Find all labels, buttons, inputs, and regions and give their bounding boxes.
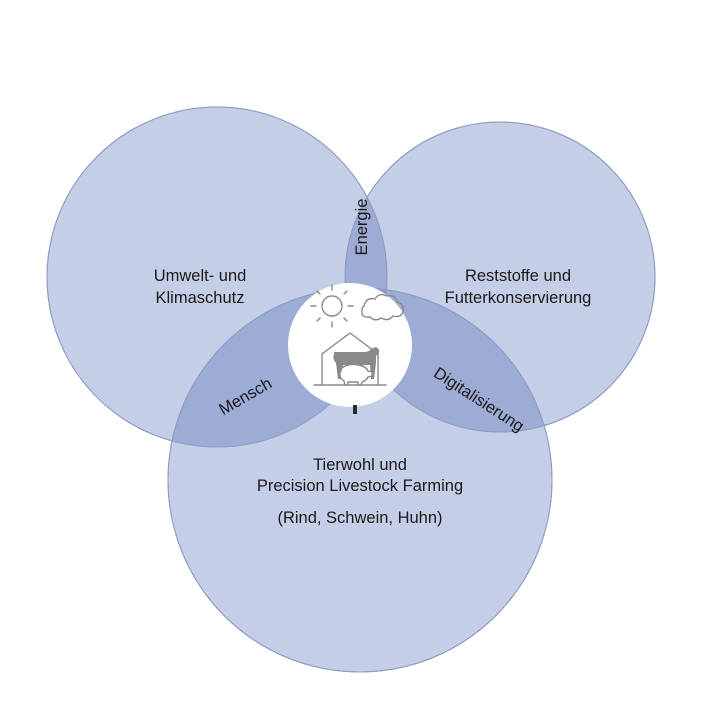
label-energie: Energie xyxy=(353,199,371,256)
overlap-digital-region xyxy=(345,288,552,432)
label-welfare-line2: Precision Livestock Farming xyxy=(257,477,463,495)
cloud-icon xyxy=(361,293,405,321)
sun-icon xyxy=(310,284,354,328)
label-residues-line2: Futterkonservierung xyxy=(445,289,592,307)
pig-icon xyxy=(339,363,373,386)
cow-icon xyxy=(333,347,380,379)
center-divider-mark xyxy=(353,405,357,414)
label-welfare-line1: Tierwohl und xyxy=(313,456,407,474)
circle-outline-tr xyxy=(344,121,656,433)
circle-outline-tl xyxy=(46,106,388,448)
center-disc xyxy=(288,283,412,407)
label-welfare-sub: (Rind, Schwein, Huhn) xyxy=(277,509,442,527)
sun-cloud-barn-cow-pig-icon xyxy=(310,284,405,386)
barn-icon xyxy=(321,332,379,386)
overlap-mensch-region xyxy=(168,288,387,447)
label-environment-line1: Umwelt- und xyxy=(154,267,247,285)
label-environment-line2: Klimaschutz xyxy=(156,289,245,307)
label-residues-line1: Reststoffe und xyxy=(465,267,571,285)
